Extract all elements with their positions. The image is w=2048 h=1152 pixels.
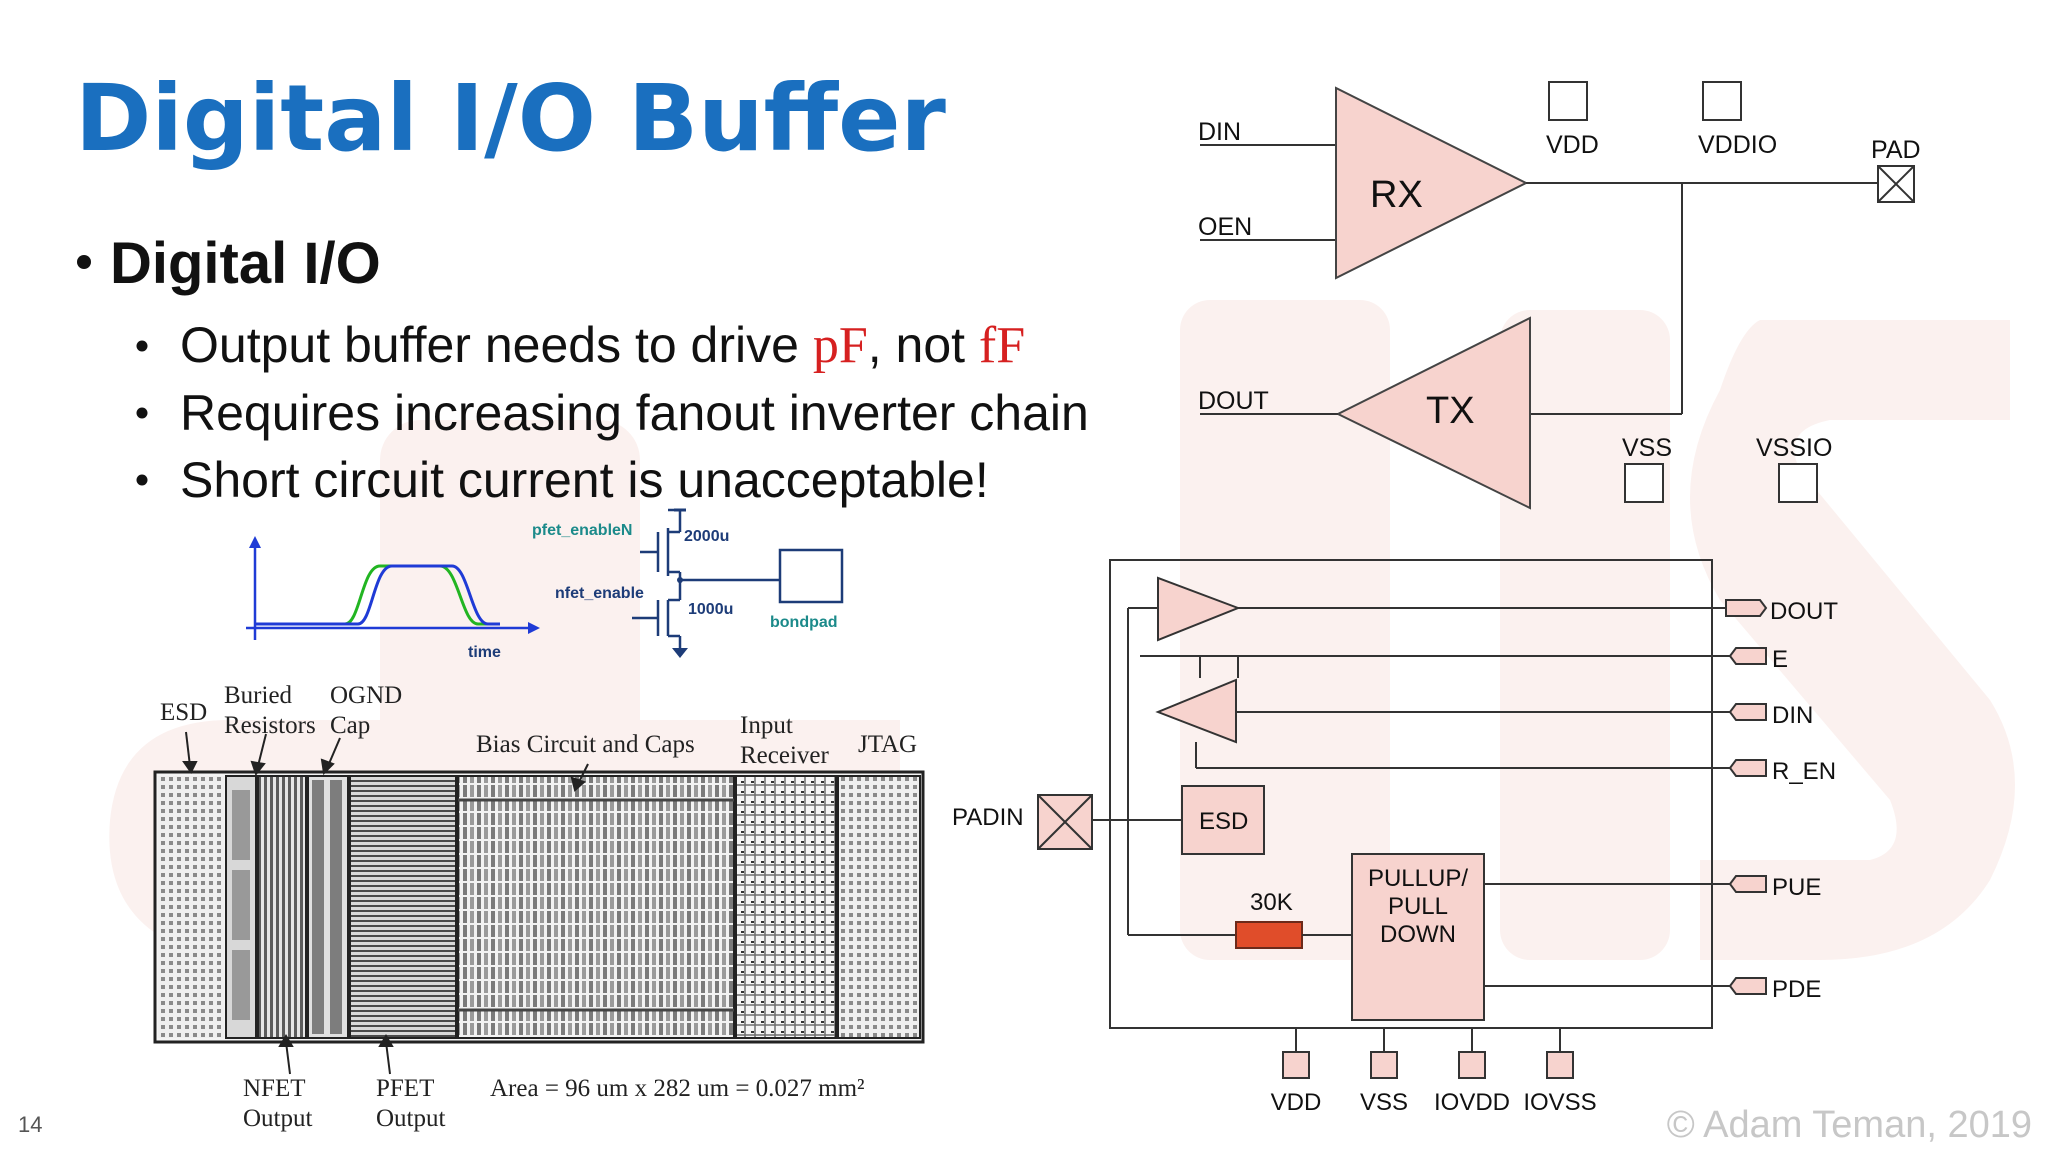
label-pull-1: PULLUP/ — [1368, 865, 1468, 892]
layout-label-resistors: Resistors — [224, 712, 316, 739]
label-pin-iovdd: IOVDD — [1434, 1089, 1510, 1116]
resistor-30k — [1235, 921, 1303, 949]
x-axis-arrow — [528, 622, 540, 634]
page-number: 14 — [18, 1112, 42, 1137]
bullet-pf: pF — [813, 317, 868, 374]
bullet-fanout-chain: Requires increasing fanout inverter chai… — [180, 385, 1089, 441]
layout-label-bias: Bias Circuit and Caps — [476, 731, 695, 758]
bullet-output-buffer: Output buffer needs to drive pF, not fF — [180, 317, 1025, 374]
layout-label-nfet: NFET — [243, 1075, 306, 1102]
layout-label-buried: Buried — [224, 682, 293, 709]
label-port-r-en: R_EN — [1772, 758, 1836, 785]
port-dout — [1725, 599, 1768, 617]
label-vdd: VDD — [1546, 131, 1599, 159]
y-axis-arrow — [249, 536, 261, 548]
pullup-pulldown-block — [1351, 853, 1485, 1021]
layout-label-cap: Cap — [330, 712, 370, 739]
label-port-din: DIN — [1772, 702, 1813, 729]
pin-vss — [1370, 1051, 1398, 1079]
port-pde — [1728, 977, 1767, 995]
label-pmos-size: 2000u — [684, 528, 729, 545]
label-resistor: 30K — [1250, 889, 1293, 916]
vdd-pad-square — [1548, 81, 1588, 121]
label-pfet-enable: pfet_enableN — [532, 522, 632, 539]
layout-label-area: Area = 96 um x 282 um = 0.027 mm² — [490, 1075, 865, 1102]
label-port-pde: PDE — [1772, 976, 1821, 1003]
bullet-main: Digital I/O — [110, 231, 381, 296]
layout-label-pfet-output: Output — [376, 1105, 446, 1132]
waveform-time-label: time — [468, 644, 501, 661]
layout-label-nfet-output: Output — [243, 1105, 313, 1132]
vss-pad-square — [1624, 463, 1664, 503]
port-din — [1728, 703, 1767, 721]
label-port-pue: PUE — [1772, 874, 1821, 901]
label-rx: RX — [1370, 174, 1423, 216]
layout-label-pfet: PFET — [376, 1075, 434, 1102]
waveform-plot — [246, 536, 540, 640]
layout-label-esd: ESD — [160, 699, 207, 726]
label-esd-block: ESD — [1199, 808, 1248, 835]
output-driver-schematic — [632, 508, 844, 650]
port-arrows — [1725, 599, 1768, 995]
label-pin-iovss: IOVSS — [1523, 1089, 1596, 1116]
bullet-dot-1 — [136, 340, 148, 352]
rx-tx-diagram — [1200, 81, 1915, 510]
bullet-ff: fF — [979, 317, 1025, 374]
label-bondpad: bondpad — [770, 614, 838, 631]
bullet-dot-main — [77, 255, 91, 269]
label-pin-vdd: VDD — [1271, 1089, 1322, 1116]
bullet-list: Digital I/O Output buffer needs to drive… — [77, 231, 1089, 508]
bondpad-box — [778, 548, 844, 604]
bullet-output-buffer-a: Output buffer needs to drive — [180, 317, 813, 373]
bullet-short-circuit: Short circuit current is unacceptable! — [180, 452, 989, 508]
pad-cell-outline — [1109, 559, 1713, 1029]
label-vddio: VDDIO — [1698, 131, 1777, 159]
tx-buffer-triangle — [1335, 316, 1531, 510]
waveform-blue-trace — [255, 564, 500, 626]
label-tx: TX — [1426, 390, 1475, 432]
port-r-en — [1728, 759, 1767, 777]
label-oen: OEN — [1198, 213, 1252, 241]
bullet-output-buffer-b: , not — [868, 317, 979, 373]
ground-arrow — [672, 648, 688, 658]
label-vss: VSS — [1622, 434, 1672, 462]
bullet-dot-2 — [136, 407, 148, 419]
layout-label-input: Input — [740, 712, 793, 739]
pad-cell-schematic — [1037, 559, 1740, 1079]
pin-iovdd — [1458, 1051, 1486, 1079]
label-port-e: E — [1772, 646, 1788, 673]
layout-arrows — [182, 731, 589, 1075]
label-nfet-enable: nfet_enable — [555, 585, 644, 602]
label-pin-vss: VSS — [1360, 1089, 1408, 1116]
label-pull-3: DOWN — [1380, 921, 1456, 948]
label-din: DIN — [1198, 118, 1241, 146]
esd-block — [1181, 785, 1265, 855]
label-pad: PAD — [1871, 136, 1921, 164]
bullet-dot-3 — [136, 474, 148, 486]
label-pull-2: PULL — [1388, 893, 1448, 920]
slide-title: Digital I/O Buffer — [75, 65, 947, 172]
pin-iovss — [1546, 1051, 1574, 1079]
label-port-dout: DOUT — [1770, 598, 1838, 625]
vssio-pad-square — [1778, 463, 1818, 503]
port-pue — [1728, 875, 1767, 893]
port-e — [1728, 647, 1767, 665]
vddio-pad-square — [1702, 81, 1742, 121]
copyright-footer: © Adam Teman, 2019 — [1667, 1104, 2032, 1146]
drain-node — [677, 577, 683, 583]
rx-buffer-triangle — [1335, 86, 1529, 280]
label-padin: PADIN — [952, 804, 1024, 831]
output-driver-triangle — [1157, 576, 1241, 642]
label-dout: DOUT — [1198, 387, 1269, 415]
pin-vdd — [1282, 1051, 1310, 1079]
io-layout-photo — [153, 770, 925, 1044]
layout-label-receiver: Receiver — [740, 742, 830, 769]
layout-label-jtag: JTAG — [858, 731, 917, 758]
label-vssio: VSSIO — [1756, 434, 1832, 462]
label-nmos-size: 1000u — [688, 601, 733, 618]
layout-label-ognd: OGND — [330, 682, 402, 709]
